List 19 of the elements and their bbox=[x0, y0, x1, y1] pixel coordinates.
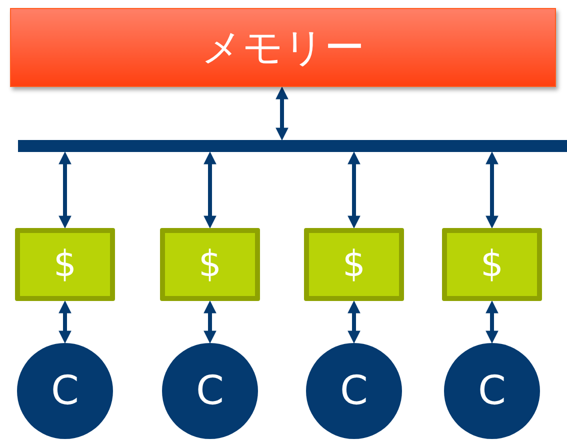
double-arrow bbox=[58, 151, 72, 229]
cache-box: $ bbox=[15, 228, 115, 301]
core-circle: C bbox=[306, 343, 402, 439]
double-arrow bbox=[348, 151, 360, 229]
bus-bar bbox=[18, 140, 567, 152]
double-arrow bbox=[204, 300, 216, 344]
memory-box: メモリー bbox=[10, 8, 556, 87]
double-arrow bbox=[486, 151, 498, 229]
core-circle: C bbox=[17, 343, 113, 439]
double-arrow bbox=[486, 300, 498, 344]
double-arrow bbox=[276, 86, 288, 141]
cache-box: $ bbox=[304, 228, 404, 301]
double-arrow bbox=[348, 300, 360, 344]
core-circle: C bbox=[444, 343, 540, 439]
core-circle: C bbox=[162, 343, 258, 439]
double-arrow bbox=[204, 151, 216, 229]
cache-box: $ bbox=[160, 228, 260, 301]
cache-box: $ bbox=[442, 228, 542, 301]
double-arrow bbox=[58, 300, 72, 344]
